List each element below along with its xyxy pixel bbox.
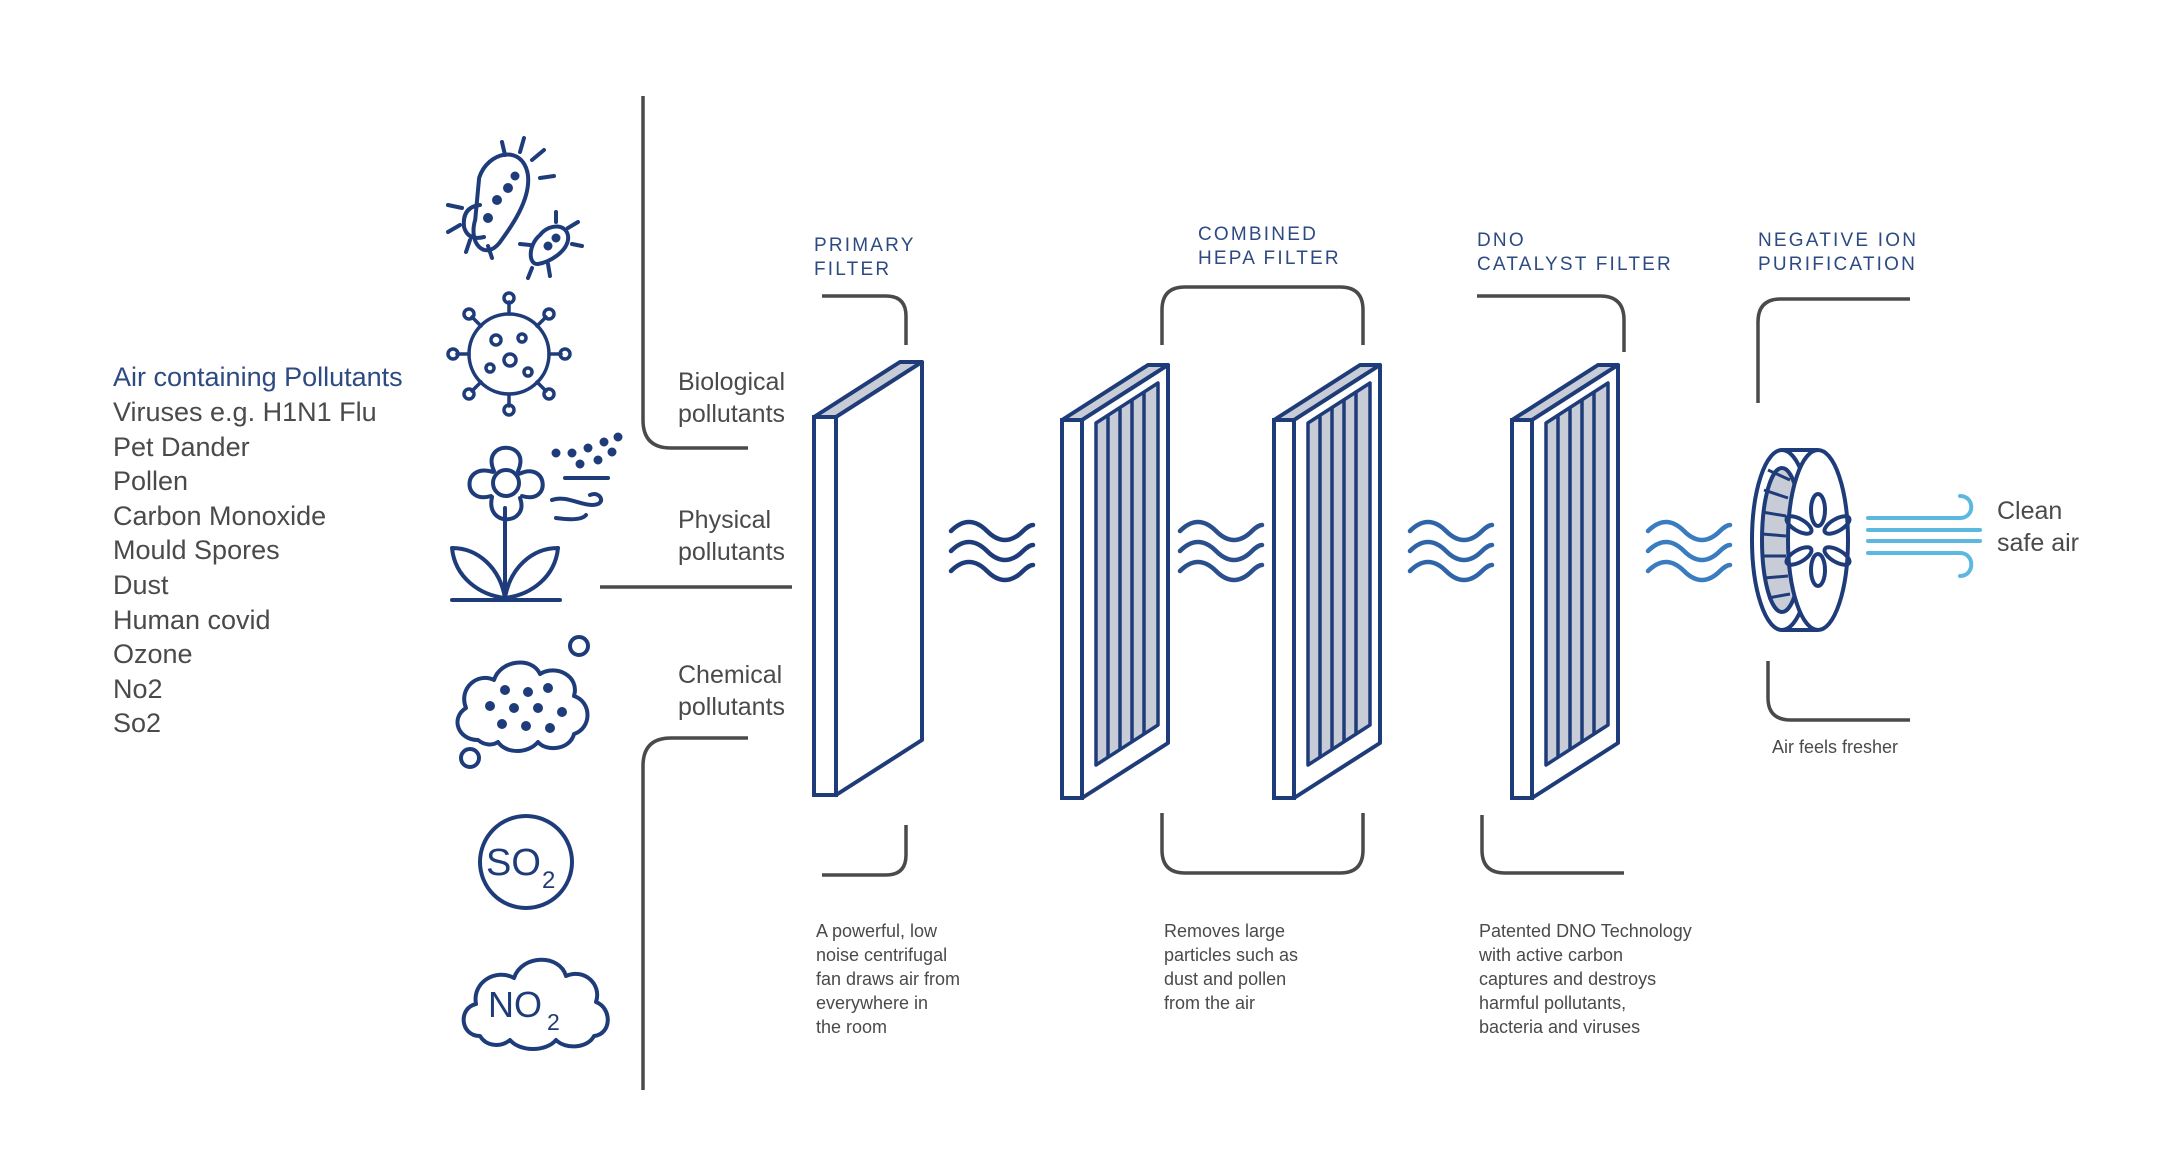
primary-filter-title-line2: FILTER: [814, 259, 891, 280]
clean-air-label-line2: safe air: [1997, 529, 2079, 557]
so2-subscript: 2: [542, 867, 555, 894]
pollutant-item: Ozone: [113, 639, 193, 669]
pollutants-list: Air containing Pollutants Viruses e.g. H…: [113, 362, 403, 738]
hepa-filter-title-line1: COMBINED: [1198, 224, 1318, 245]
description-line: captures and destroys: [1479, 969, 1656, 989]
hepa-filter-title-line2: HEPA FILTER: [1198, 248, 1341, 269]
ion-fan-icon: [1750, 448, 1852, 632]
category-biological-line1: Biological: [678, 368, 785, 396]
airflow-wave-icon: [1410, 522, 1492, 580]
pollutant-item: Pollen: [113, 466, 188, 496]
description-line: dust and pollen: [1164, 969, 1286, 989]
dno-filter-description: Patented DNO Technology with active carb…: [1478, 921, 1692, 1037]
description-line: with active carbon: [1478, 945, 1623, 965]
description-line: Removes large: [1164, 921, 1285, 941]
stage-brackets: [822, 285, 1910, 877]
primary-filter-graphic: [812, 360, 924, 797]
pollutant-item: No2: [113, 674, 163, 704]
primary-filter-title-line1: PRIMARY: [814, 235, 916, 256]
so2-label: SO: [486, 842, 541, 884]
pollutant-item: Pet Dander: [113, 432, 250, 462]
category-biological-line2: pollutants: [678, 400, 785, 428]
category-brackets: [600, 96, 792, 1090]
stage-headings: PRIMARY FILTER COMBINED HEPA FILTER DNO …: [814, 224, 1918, 280]
pollutants-heading: Air containing Pollutants: [113, 362, 403, 392]
description-line: from the air: [1164, 993, 1255, 1013]
primary-filter-description: A powerful, low noise centrifugal fan dr…: [816, 921, 960, 1037]
pollutant-item: So2: [113, 708, 161, 738]
description-line: Patented DNO Technology: [1479, 921, 1692, 941]
ion-purification-title-line2: PURIFICATION: [1758, 254, 1917, 275]
hepa-filter-1-graphic: [1060, 363, 1170, 800]
clean-air-flow-icon: [1866, 494, 1982, 578]
airflow-wave-icon: [1648, 522, 1730, 580]
category-chemical-line2: pollutants: [678, 693, 785, 721]
airflow-wave-icon: [1180, 522, 1262, 580]
pollutant-item: Dust: [113, 570, 169, 600]
flower-pollen-icon: [450, 432, 623, 602]
virus-icon: [446, 291, 572, 417]
description-line: particles such as: [1164, 945, 1298, 965]
bacteria-icon: [446, 136, 584, 280]
no2-label: NO: [488, 984, 542, 1025]
pollutant-item: Human covid: [113, 605, 271, 635]
category-chemical-line1: Chemical: [678, 661, 782, 689]
dno-filter-title-line1: DNO: [1477, 230, 1526, 251]
description-line: fan draws air from: [816, 969, 960, 989]
no2-subscript: 2: [547, 1009, 560, 1035]
pollutant-item: Mould Spores: [113, 535, 280, 565]
pollutant-item: Viruses e.g. H1N1 Flu: [113, 397, 377, 427]
dust-cloud-icon: [455, 635, 590, 769]
airflow-wave-icon: [951, 522, 1033, 580]
pollutant-item: Carbon Monoxide: [113, 501, 326, 531]
description-line: bacteria and viruses: [1479, 1017, 1640, 1037]
description-line: everywhere in: [816, 993, 928, 1013]
ion-purification-title-line1: NEGATIVE ION: [1758, 230, 1918, 251]
ion-purification-note: Air feels fresher: [1772, 737, 1898, 757]
description-line: the room: [816, 1017, 887, 1037]
category-physical-line2: pollutants: [678, 538, 785, 566]
dno-filter-title-line2: CATALYST FILTER: [1477, 254, 1673, 275]
description-line: A powerful, low: [816, 921, 938, 941]
no2-cloud-icon: NO 2: [461, 957, 610, 1051]
clean-air-label: Clean safe air: [1997, 497, 2079, 557]
description-line: noise centrifugal: [816, 945, 947, 965]
clean-air-label-line1: Clean: [1997, 497, 2062, 525]
description-line: harmful pollutants,: [1479, 993, 1626, 1013]
dno-filter-graphic: [1510, 363, 1620, 800]
category-physical-line1: Physical: [678, 506, 771, 534]
so2-icon: SO 2: [478, 814, 574, 910]
hepa-filter-description: Removes large particles such as dust and…: [1164, 921, 1298, 1013]
hepa-filter-2-graphic: [1272, 363, 1382, 800]
category-labels: Biological pollutants Physical pollutant…: [678, 368, 785, 721]
